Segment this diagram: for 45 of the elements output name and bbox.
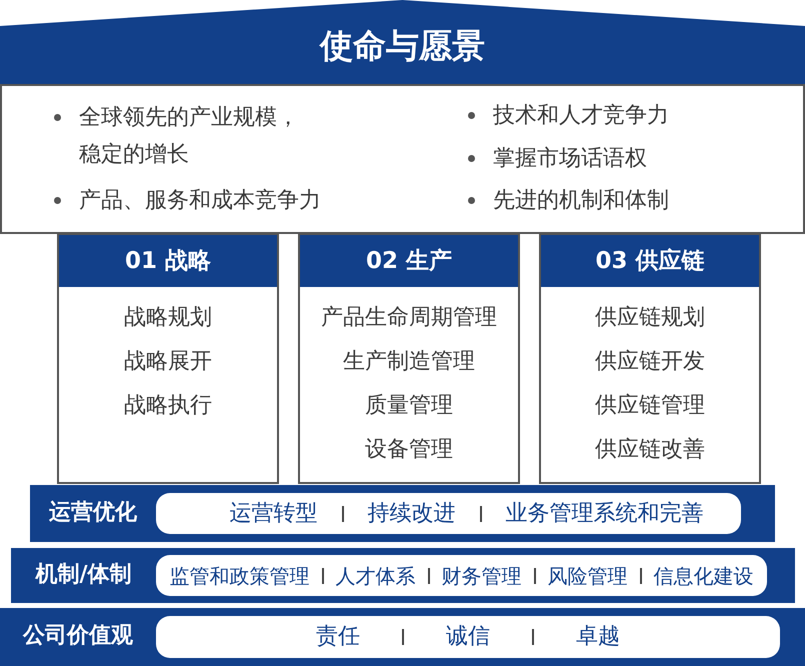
pillar-item: 生产制造管理 [343,348,475,376]
pillar-heading: 03 供应链 [541,235,759,287]
pillar-panel [298,233,520,484]
pillar-item: 质量管理 [365,392,453,420]
pillar-item: 供应链规划 [595,304,705,332]
goal-text: 先进的机制和体制 [493,186,669,214]
pill-item: 信息化建设 [654,562,754,590]
pill-item: 监管和政策管理 [170,562,310,590]
item-pill [156,555,767,596]
pillar-item: 战略执行 [124,392,212,420]
pill-item: 持续改进 [368,500,456,528]
pillar-panel [57,233,279,484]
foundation-band [0,608,805,666]
item-pill [156,616,780,658]
pillar-item: 战略规划 [124,304,212,332]
foundation-band [11,548,795,603]
pill-item: 诚信 [446,623,490,651]
pill-item: 运营转型 [230,500,318,528]
pillar-item: 供应链管理 [595,392,705,420]
pillar-item: 产品生命周期管理 [321,304,497,332]
pill-item: 卓越 [576,623,620,651]
goal-text: 掌握市场话语权 [493,144,647,172]
foundation-band [30,485,775,542]
pillar-heading: 02 生产 [300,235,518,287]
roof-title: 使命与愿景 [320,25,485,67]
pillar-item: 供应链改善 [595,436,705,464]
pill-item: 责任 [316,623,360,651]
pill-item: 风险管理 [548,562,628,590]
pillar-item: 供应链开发 [595,348,705,376]
band-label: 机制/体制 [35,560,132,588]
roof-banner [0,0,805,85]
goal-text: 技术和人才竞争力 [493,102,669,130]
pill-item: 财务管理 [442,562,522,590]
pillar-panel [539,233,761,484]
band-label: 公司价值观 [23,622,133,650]
pillar-heading: 01 战略 [59,235,277,287]
goal-text: 全球领先的产业规模，稳定的增长 [79,104,300,168]
pill-item: 人才体系 [336,562,416,590]
vision-panel [0,84,805,234]
band-label: 运营优化 [49,498,137,526]
pillar-item: 设备管理 [365,436,453,464]
pill-item: 业务管理系统和完善 [506,500,704,528]
pillar-item: 战略展开 [124,348,212,376]
item-pill [156,493,741,534]
goal-text: 产品、服务和成本竞争力 [79,186,321,214]
